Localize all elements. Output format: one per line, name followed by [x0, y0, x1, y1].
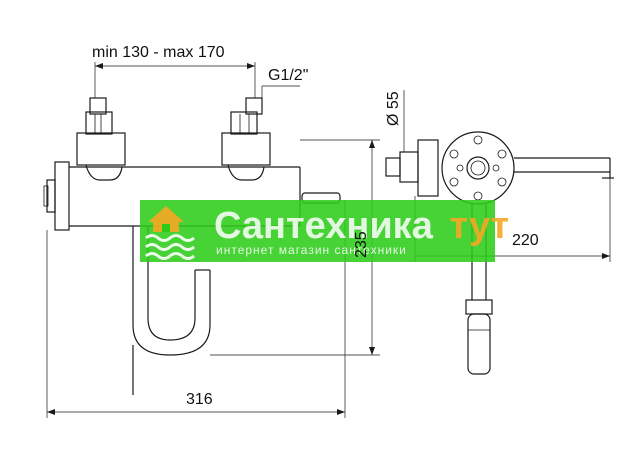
- height-label: 235: [353, 231, 370, 258]
- watermark: Сантехника тут интернет магазин сантехни…: [140, 200, 509, 262]
- diameter-label: Ø 55: [385, 91, 402, 126]
- width-label: 316: [186, 391, 213, 408]
- watermark-title-main: Сантехника: [214, 205, 434, 247]
- watermark-title-accent: тут: [449, 205, 509, 247]
- spacing-label: min 130 - max 170: [92, 44, 225, 61]
- watermark-title: Сантехника тут: [214, 205, 509, 247]
- dimension-lines: [46, 62, 611, 418]
- spout-label: 220: [512, 232, 539, 249]
- thread-label: G1/2": [268, 67, 308, 84]
- watermark-subtitle: интернет магазин сантехники: [216, 243, 407, 257]
- watermark-logo-icon: [145, 206, 195, 260]
- watermark-band: [140, 200, 495, 262]
